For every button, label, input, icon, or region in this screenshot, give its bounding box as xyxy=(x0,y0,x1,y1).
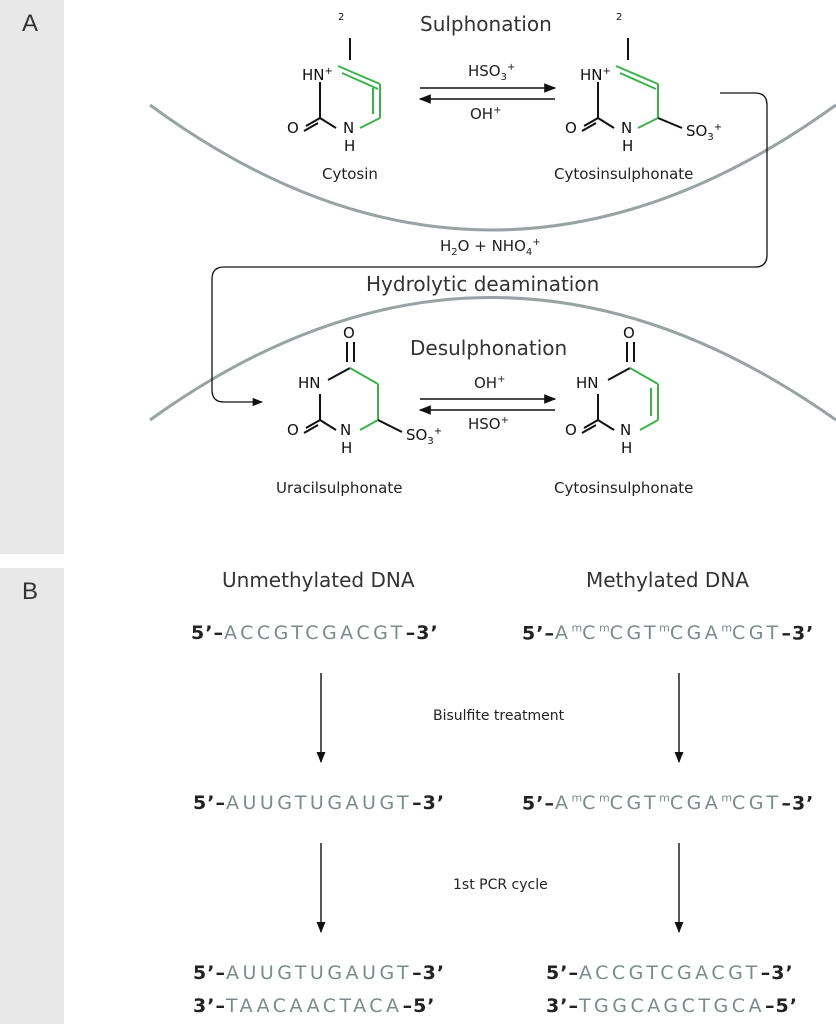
seq-unmeth-row3a-bases: AUUGTUGAUGT xyxy=(225,962,413,984)
panel-b-sidebar xyxy=(0,568,64,1024)
atom-hn-plus-1: HN+ xyxy=(302,66,333,84)
reagent-hso-text: HSO xyxy=(468,415,501,433)
step-pcr: 1st PCR cycle xyxy=(453,877,548,893)
seq-meth-row2-bases: AmCmCGTmCGAmCGT xyxy=(554,792,782,815)
atom-hn-plus-2: HN+ xyxy=(580,66,611,84)
seq-unmeth-row1-5: 5’– xyxy=(191,622,224,644)
atom-hn-4: HN xyxy=(576,374,599,392)
atom-n-1: N xyxy=(343,119,355,137)
upper-arc xyxy=(149,103,836,232)
unmethylated-title: Unmethylated DNA xyxy=(222,568,415,592)
seq-unmeth-row3b: 3’–TAACAACTACA–5’ xyxy=(193,995,436,1017)
panel-a-label: A xyxy=(22,10,39,37)
seq-meth-row2: 5’–AmCmCGTmCGAmCGT–3’ xyxy=(522,792,814,814)
mol-uracilsulphonate-name: Uracilsulphonate xyxy=(276,479,403,497)
step-bisulfite: Bisulfite treatment xyxy=(433,708,565,724)
reagent-oh-bottom-text: OH xyxy=(474,374,498,392)
cytosinsulphonate-structure xyxy=(581,38,683,132)
atom-h-1: H xyxy=(344,137,356,155)
step-hydrolytic-deamination: Hydrolytic deamination xyxy=(366,272,600,296)
atom-o-3-top: O xyxy=(343,324,355,342)
atom-nh2-2: 2 xyxy=(616,12,623,23)
panel-a-sidebar xyxy=(0,0,64,554)
uracilsulphonate-structure xyxy=(303,342,403,434)
seq-unmeth-row3a-5: 5’– xyxy=(193,962,226,984)
lower-arc xyxy=(149,296,836,422)
reagent-hso: HSO+ xyxy=(468,415,509,433)
atom-so3-3-text: SO xyxy=(406,426,428,444)
reagent-oh-top: OH+ xyxy=(470,105,502,123)
mol-cytosinsulphonate-name: Cytosinsulphonate xyxy=(554,165,694,183)
seq-unmeth-row1-bases: ACCGTCGACGT xyxy=(223,622,406,644)
atom-o-1: O xyxy=(287,119,299,137)
atom-h-2: H xyxy=(622,137,634,155)
reagent-oh-top-text: OH xyxy=(470,105,494,123)
atom-o-2: O xyxy=(565,119,577,137)
atom-hn-plus-2-text: HN xyxy=(580,66,603,84)
seq-meth-row3b-5: –5’ xyxy=(765,995,798,1017)
reagent-hso3: HSO3+ xyxy=(468,62,516,83)
seq-meth-row3b-bases: TGGCAGCTGCA xyxy=(578,995,766,1017)
atom-h-4: H xyxy=(621,439,633,457)
seq-meth-row3b-3: 3’– xyxy=(546,995,579,1017)
seq-meth-row2-3: –3’ xyxy=(781,792,815,815)
seq-unmeth-row2-5: 5’– xyxy=(193,792,226,814)
step-sulphonation: Sulphonation xyxy=(420,12,552,36)
atom-hn-plus-1-text: HN xyxy=(302,66,325,84)
seq-meth-row3a-3: –3’ xyxy=(760,962,794,984)
seq-unmeth-row1: 5’–ACCGTCGACGT–3’ xyxy=(191,622,439,644)
atom-so3-2: SO3+ xyxy=(686,122,723,143)
atom-h-3: H xyxy=(341,439,353,457)
atom-so3-3: SO3+ xyxy=(406,426,443,447)
seq-unmeth-row3a: 5’–AUUGTUGAUGT–3’ xyxy=(193,962,445,984)
step-desulphonation: Desulphonation xyxy=(410,336,568,360)
connector-path xyxy=(211,92,768,407)
seq-meth-row3a-bases: ACCGTCGACGT xyxy=(578,962,761,984)
seq-meth-row2-5: 5’– xyxy=(522,792,555,815)
reagent-hso3-text: HSO xyxy=(468,62,501,80)
seq-meth-row1-5: 5’– xyxy=(522,622,555,645)
atom-o-3: O xyxy=(287,421,299,439)
atom-o-4: O xyxy=(565,421,577,439)
atom-n-4: N xyxy=(620,421,632,439)
atom-nh2-1: 2 xyxy=(338,12,345,23)
seq-unmeth-row2-3: –3’ xyxy=(412,792,446,814)
reagent-h2o-nho4: H2O + NHO4+ xyxy=(440,237,541,258)
seq-meth-row3a: 5’–ACCGTCGACGT–3’ xyxy=(546,962,794,984)
seq-unmeth-row3a-3: –3’ xyxy=(412,962,446,984)
seq-unmeth-row3b-3: 3’– xyxy=(193,995,226,1017)
seq-unmeth-row2-bases: AUUGTUGAUGT xyxy=(225,792,413,814)
seq-unmeth-row2: 5’–AUUGTUGAUGT–3’ xyxy=(193,792,445,814)
atom-o-4-top: O xyxy=(623,324,635,342)
mol-cytosin-name: Cytosin xyxy=(322,165,378,183)
cytosinsulphonate-bottom-structure xyxy=(581,342,659,434)
cytosin-structure xyxy=(303,38,381,132)
methylated-title: Methylated DNA xyxy=(586,568,749,592)
atom-so3-2-text: SO xyxy=(686,122,708,140)
seq-unmeth-row3b-5: –5’ xyxy=(402,995,436,1017)
atom-n-2: N xyxy=(621,119,633,137)
atom-n-3: N xyxy=(340,421,352,439)
seq-meth-row3a-5: 5’– xyxy=(546,962,579,984)
seq-meth-row3b: 3’–TGGCAGCTGCA–5’ xyxy=(546,995,798,1017)
seq-meth-row1-3: –3’ xyxy=(781,622,815,645)
reagent-oh-bottom: OH+ xyxy=(474,374,506,392)
seq-meth-row1-bases: AmCmCGTmCGAmCGT xyxy=(554,622,782,645)
seq-meth-row1: 5’–AmCmCGTmCGAmCGT–3’ xyxy=(522,622,814,644)
mol-cytosinsulphonate-bottom-name: Cytosinsulphonate xyxy=(554,479,694,497)
seq-unmeth-row3b-bases: TAACAACTACA xyxy=(225,995,403,1017)
seq-unmeth-row1-3: –3’ xyxy=(405,622,439,644)
panel-b-label: B xyxy=(22,578,39,605)
atom-hn-3: HN xyxy=(298,374,321,392)
